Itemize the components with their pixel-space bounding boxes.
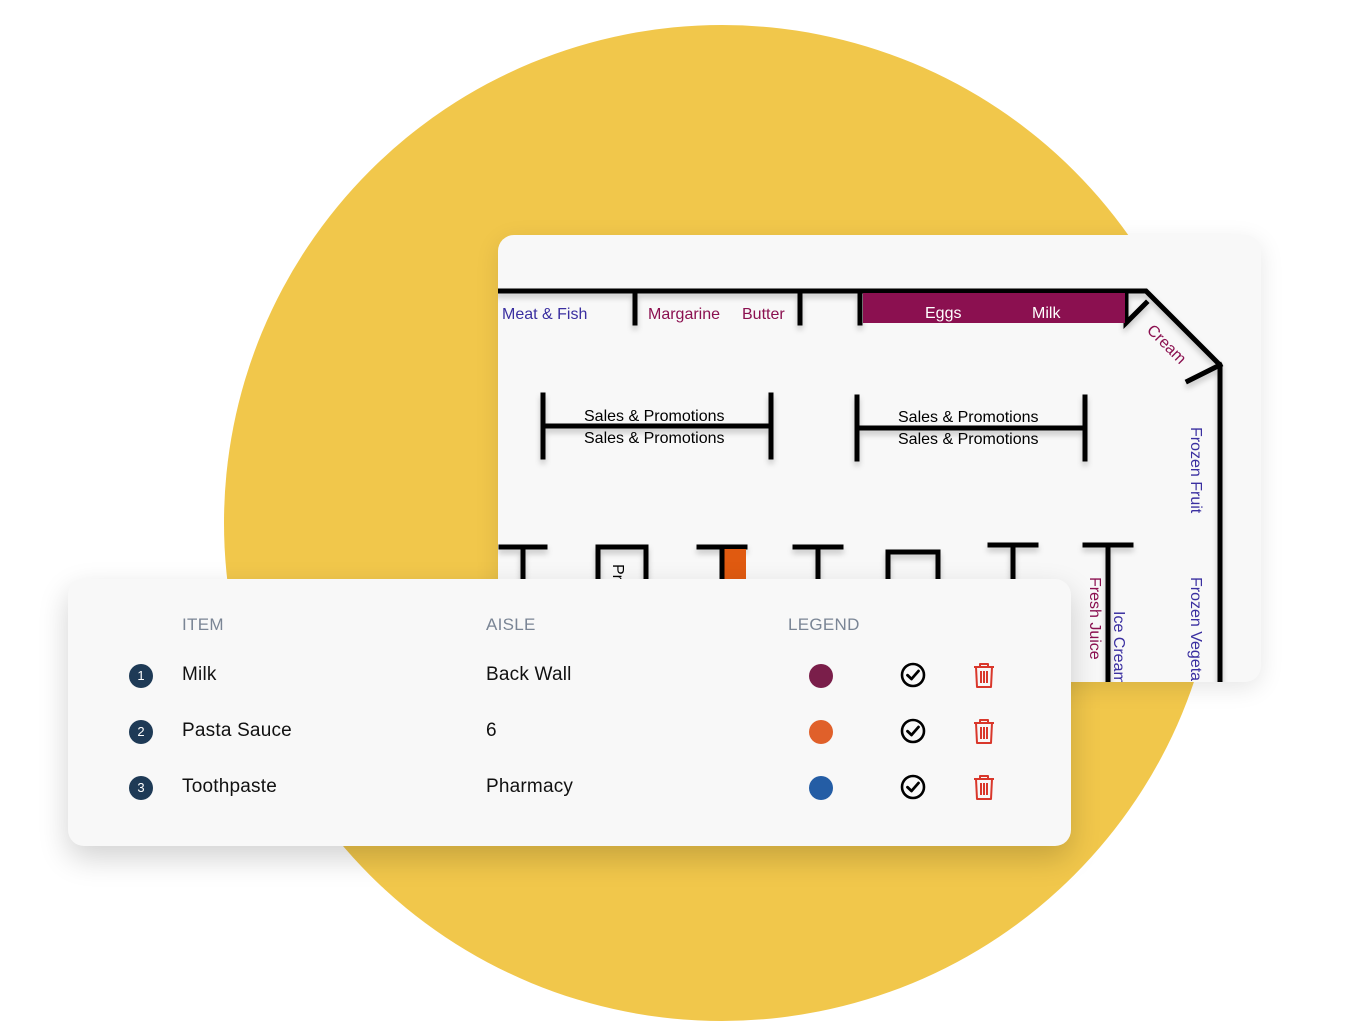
highlight-back-wall [863, 293, 1125, 323]
check-circle-icon[interactable] [900, 662, 926, 688]
section-fresh-juice: Fresh Juice [1086, 577, 1103, 660]
item-number-badge: 3 [129, 776, 153, 800]
list-item: 1 Milk Back Wall [68, 656, 1071, 696]
item-aisle: Pharmacy [486, 776, 574, 797]
check-circle-icon[interactable] [900, 718, 926, 744]
promo-label: Sales & Promotions [898, 431, 1039, 448]
section-frozen-fruit: Frozen Fruit [1187, 427, 1204, 514]
section-margarine: Margarine [648, 306, 720, 323]
item-name: Toothpaste [182, 776, 277, 797]
section-eggs: Eggs [925, 305, 961, 322]
trash-icon[interactable] [972, 717, 996, 745]
promo-label: Sales & Promotions [898, 409, 1039, 426]
shopping-list-card: ITEM AISLE LEGEND 1 Milk Back Wall 2 Pas… [68, 579, 1071, 846]
check-circle-icon[interactable] [900, 774, 926, 800]
section-milk: Milk [1032, 305, 1061, 322]
header-item: ITEM [182, 615, 224, 634]
section-butter: Butter [742, 306, 785, 323]
section-ice-cream: Ice Cream [1110, 611, 1127, 682]
promo-label: Sales & Promotions [584, 408, 725, 425]
trash-icon[interactable] [972, 773, 996, 801]
legend-dot [809, 664, 833, 688]
header-aisle: AISLE [486, 615, 536, 634]
list-item: 3 Toothpaste Pharmacy [68, 768, 1071, 808]
header-legend: LEGEND [788, 615, 860, 634]
section-meat-fish: Meat & Fish [502, 306, 587, 323]
item-number-badge: 1 [129, 664, 153, 688]
trash-icon[interactable] [972, 661, 996, 689]
item-aisle: 6 [486, 720, 497, 741]
aisle-10-top [1082, 542, 1134, 682]
promo-label: Sales & Promotions [584, 430, 725, 447]
item-name: Milk [182, 664, 217, 685]
item-number-badge: 2 [129, 720, 153, 744]
legend-dot [809, 776, 833, 800]
item-aisle: Back Wall [486, 664, 572, 685]
cream-corner-marker [1123, 288, 1150, 330]
top-wall [498, 288, 1223, 682]
legend-dot [809, 720, 833, 744]
section-pharmacy: Pr [609, 564, 626, 581]
frozen-corner-marker [1184, 361, 1224, 385]
list-item: 2 Pasta Sauce 6 [68, 712, 1071, 752]
section-frozen-veg: Frozen Vegeta [1187, 577, 1204, 681]
item-name: Pasta Sauce [182, 720, 292, 741]
